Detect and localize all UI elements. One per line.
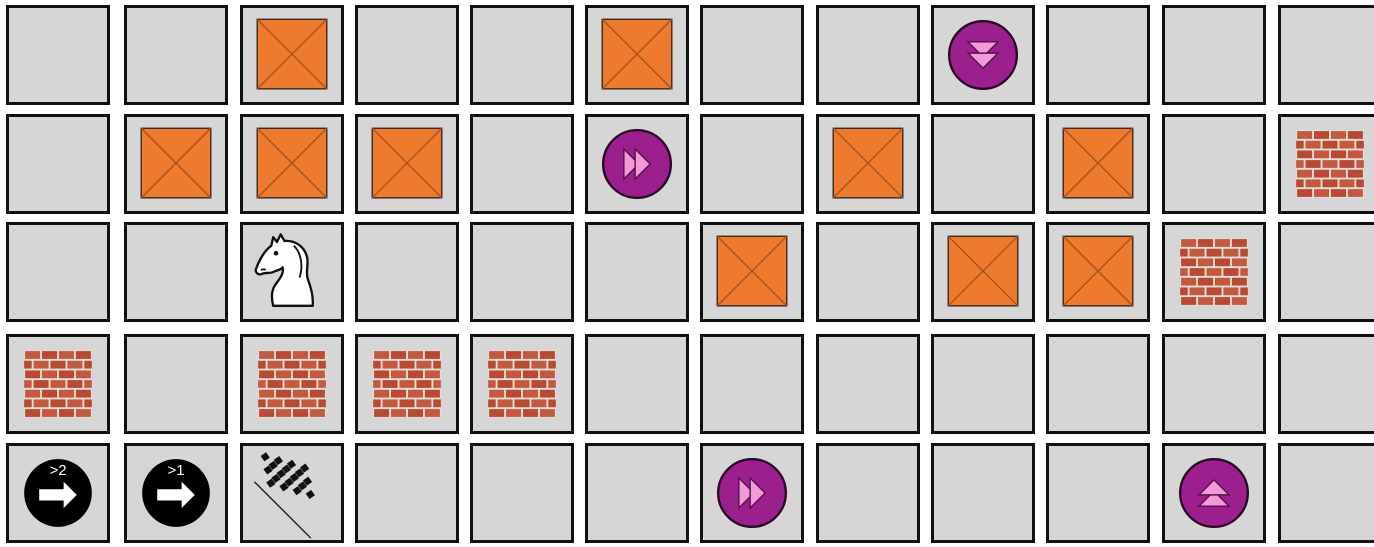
- brick-wall-icon: [9, 337, 107, 431]
- board-cell[interactable]: [240, 334, 344, 434]
- board-cell[interactable]: [470, 5, 574, 105]
- crate-icon: [934, 225, 1032, 319]
- board-cell[interactable]: [1278, 334, 1374, 434]
- board-cell[interactable]: >1: [124, 443, 228, 543]
- move-arrow-badge-icon: >1: [127, 446, 225, 540]
- brick-wall-icon: [1281, 117, 1374, 211]
- board-cell[interactable]: [816, 334, 920, 434]
- board-cell[interactable]: [585, 222, 689, 322]
- board-cell[interactable]: [124, 5, 228, 105]
- brick-wall-icon: [358, 337, 456, 431]
- board-cell[interactable]: [240, 5, 344, 105]
- board-cell[interactable]: [6, 114, 110, 214]
- board-cell[interactable]: [355, 5, 459, 105]
- board-cell[interactable]: [816, 222, 920, 322]
- board-cell[interactable]: [585, 5, 689, 105]
- board-cell[interactable]: [6, 5, 110, 105]
- crate-icon: [358, 117, 456, 211]
- board-cell[interactable]: [1162, 443, 1266, 543]
- crate-icon: [588, 8, 686, 102]
- board-cell[interactable]: [931, 114, 1035, 214]
- board-cell[interactable]: [1046, 5, 1150, 105]
- board-cell[interactable]: [6, 334, 110, 434]
- booster-right-icon: [703, 446, 801, 540]
- crate-icon: [243, 117, 341, 211]
- board-cell[interactable]: [931, 443, 1035, 543]
- board-cell[interactable]: [1162, 334, 1266, 434]
- board-cell[interactable]: [931, 222, 1035, 322]
- board-cell[interactable]: [240, 443, 344, 543]
- booster-up-icon: [1165, 446, 1263, 540]
- board-cell[interactable]: [700, 443, 804, 543]
- board-cell[interactable]: [355, 222, 459, 322]
- board-cell[interactable]: [700, 114, 804, 214]
- board-cell[interactable]: [470, 222, 574, 322]
- board-cell[interactable]: [355, 334, 459, 434]
- board-cell[interactable]: [470, 114, 574, 214]
- brick-wall-icon: [243, 337, 341, 431]
- crate-icon: [1049, 225, 1147, 319]
- board-cell[interactable]: [816, 443, 920, 543]
- crate-icon: [703, 225, 801, 319]
- board-cell[interactable]: [1278, 114, 1374, 214]
- board-cell[interactable]: [816, 114, 920, 214]
- board-cell[interactable]: [355, 443, 459, 543]
- board-cell[interactable]: [1162, 5, 1266, 105]
- board-cell[interactable]: [1162, 114, 1266, 214]
- board-cell[interactable]: [124, 334, 228, 434]
- board-cell[interactable]: [1162, 222, 1266, 322]
- board-cell[interactable]: [700, 334, 804, 434]
- board-cell[interactable]: [1046, 334, 1150, 434]
- crate-icon: [1049, 117, 1147, 211]
- crate-icon: [243, 8, 341, 102]
- board-cell[interactable]: [931, 334, 1035, 434]
- brick-wall-icon: [1165, 225, 1263, 319]
- board-cell[interactable]: [240, 222, 344, 322]
- board-cell[interactable]: [240, 114, 344, 214]
- board-cell[interactable]: [1046, 222, 1150, 322]
- board-cell[interactable]: [1278, 443, 1374, 543]
- booster-down-icon: [934, 8, 1032, 102]
- board-cell[interactable]: [6, 222, 110, 322]
- crate-icon: [127, 117, 225, 211]
- move-arrow-badge-icon: >2: [9, 446, 107, 540]
- board-cell[interactable]: [700, 5, 804, 105]
- board-cell[interactable]: [1046, 443, 1150, 543]
- board-cell[interactable]: [585, 443, 689, 543]
- finish-flag-icon: [243, 446, 341, 540]
- board-cell[interactable]: [700, 222, 804, 322]
- crate-icon: [819, 117, 917, 211]
- board-cell[interactable]: [1278, 222, 1374, 322]
- board-cell[interactable]: [931, 5, 1035, 105]
- board-cell[interactable]: [1278, 5, 1374, 105]
- board-cell[interactable]: [816, 5, 920, 105]
- board-cell[interactable]: [470, 334, 574, 434]
- brick-wall-icon: [473, 337, 571, 431]
- board-cell[interactable]: [470, 443, 574, 543]
- board-cell[interactable]: [124, 222, 228, 322]
- board-cell[interactable]: [585, 334, 689, 434]
- board-cell[interactable]: [1046, 114, 1150, 214]
- booster-right-icon: [588, 117, 686, 211]
- board-cell[interactable]: [355, 114, 459, 214]
- board-cell[interactable]: [585, 114, 689, 214]
- board-cell[interactable]: >2: [6, 443, 110, 543]
- board-cell[interactable]: [124, 114, 228, 214]
- knight-icon: [243, 225, 341, 319]
